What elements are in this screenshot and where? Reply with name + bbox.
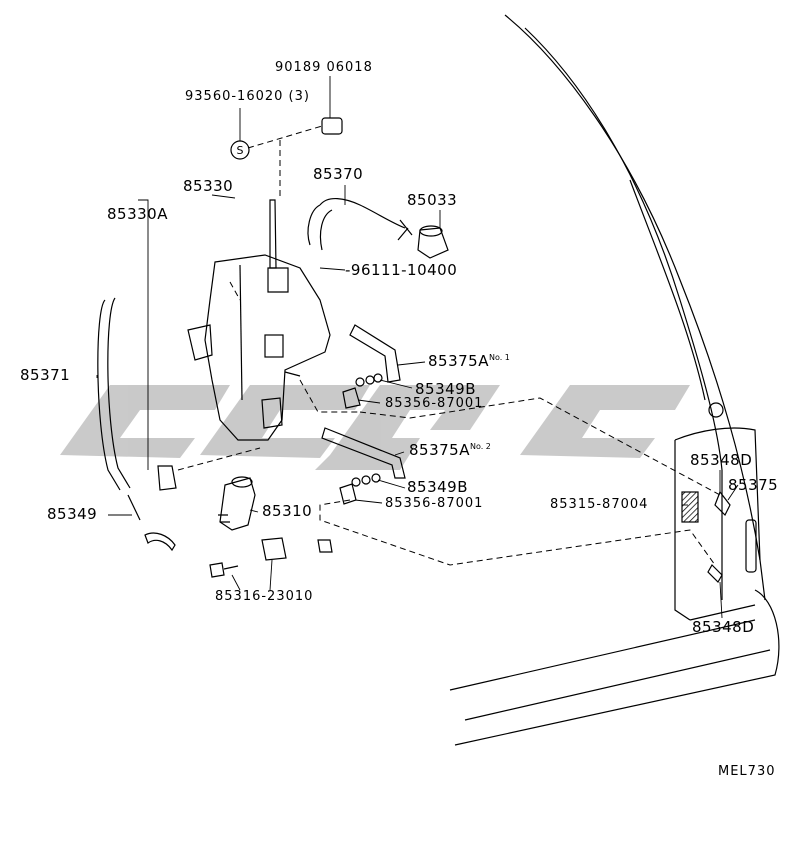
part-label: 85310 (262, 502, 313, 520)
reservoir-cap (417, 225, 449, 259)
part-label: 93560-16020 (3) (185, 89, 310, 104)
part-label: 85316-23010 (215, 589, 314, 604)
part-label: 85348D (690, 451, 753, 469)
part-label: 85349B (415, 380, 477, 398)
vehicle-body-outline (449, 14, 780, 746)
part-number: 85375A (409, 441, 470, 459)
part-label-with-note: 85375ANo. 2 (409, 443, 491, 458)
part-label: 85315-87004 (550, 497, 649, 512)
leader-lines (96, 76, 739, 619)
washer-pump (218, 476, 256, 531)
part-label: 85349 (47, 505, 98, 523)
routing-lines (177, 125, 721, 566)
part-label: 85330A (107, 205, 168, 223)
part-note: No. 2 (469, 442, 491, 451)
part-label: 85349B (407, 478, 469, 496)
symbol-s: S (237, 144, 244, 157)
part-label: 90189 06018 (275, 60, 373, 75)
part-label: 85033 (407, 191, 458, 209)
small-fittings (157, 117, 383, 578)
part-label: 85348D (692, 618, 755, 636)
hoses (97, 198, 731, 583)
part-label: 85375 (728, 476, 779, 494)
part-label: 85356-87001 (385, 496, 484, 511)
part-label: 85371 (20, 366, 71, 384)
part-label: 85356-87001 (385, 396, 484, 411)
part-note: No. 1 (488, 353, 510, 362)
part-label: 85330 (183, 177, 234, 195)
diagram-code: MEL730 (718, 764, 776, 779)
part-label: 85370 (313, 165, 364, 183)
part-label-with-note: 85375ANo. 1 (428, 354, 510, 369)
part-number: 85375A (428, 352, 489, 370)
washer-tank (187, 199, 331, 441)
part-label: -96111-10400 (345, 261, 458, 279)
